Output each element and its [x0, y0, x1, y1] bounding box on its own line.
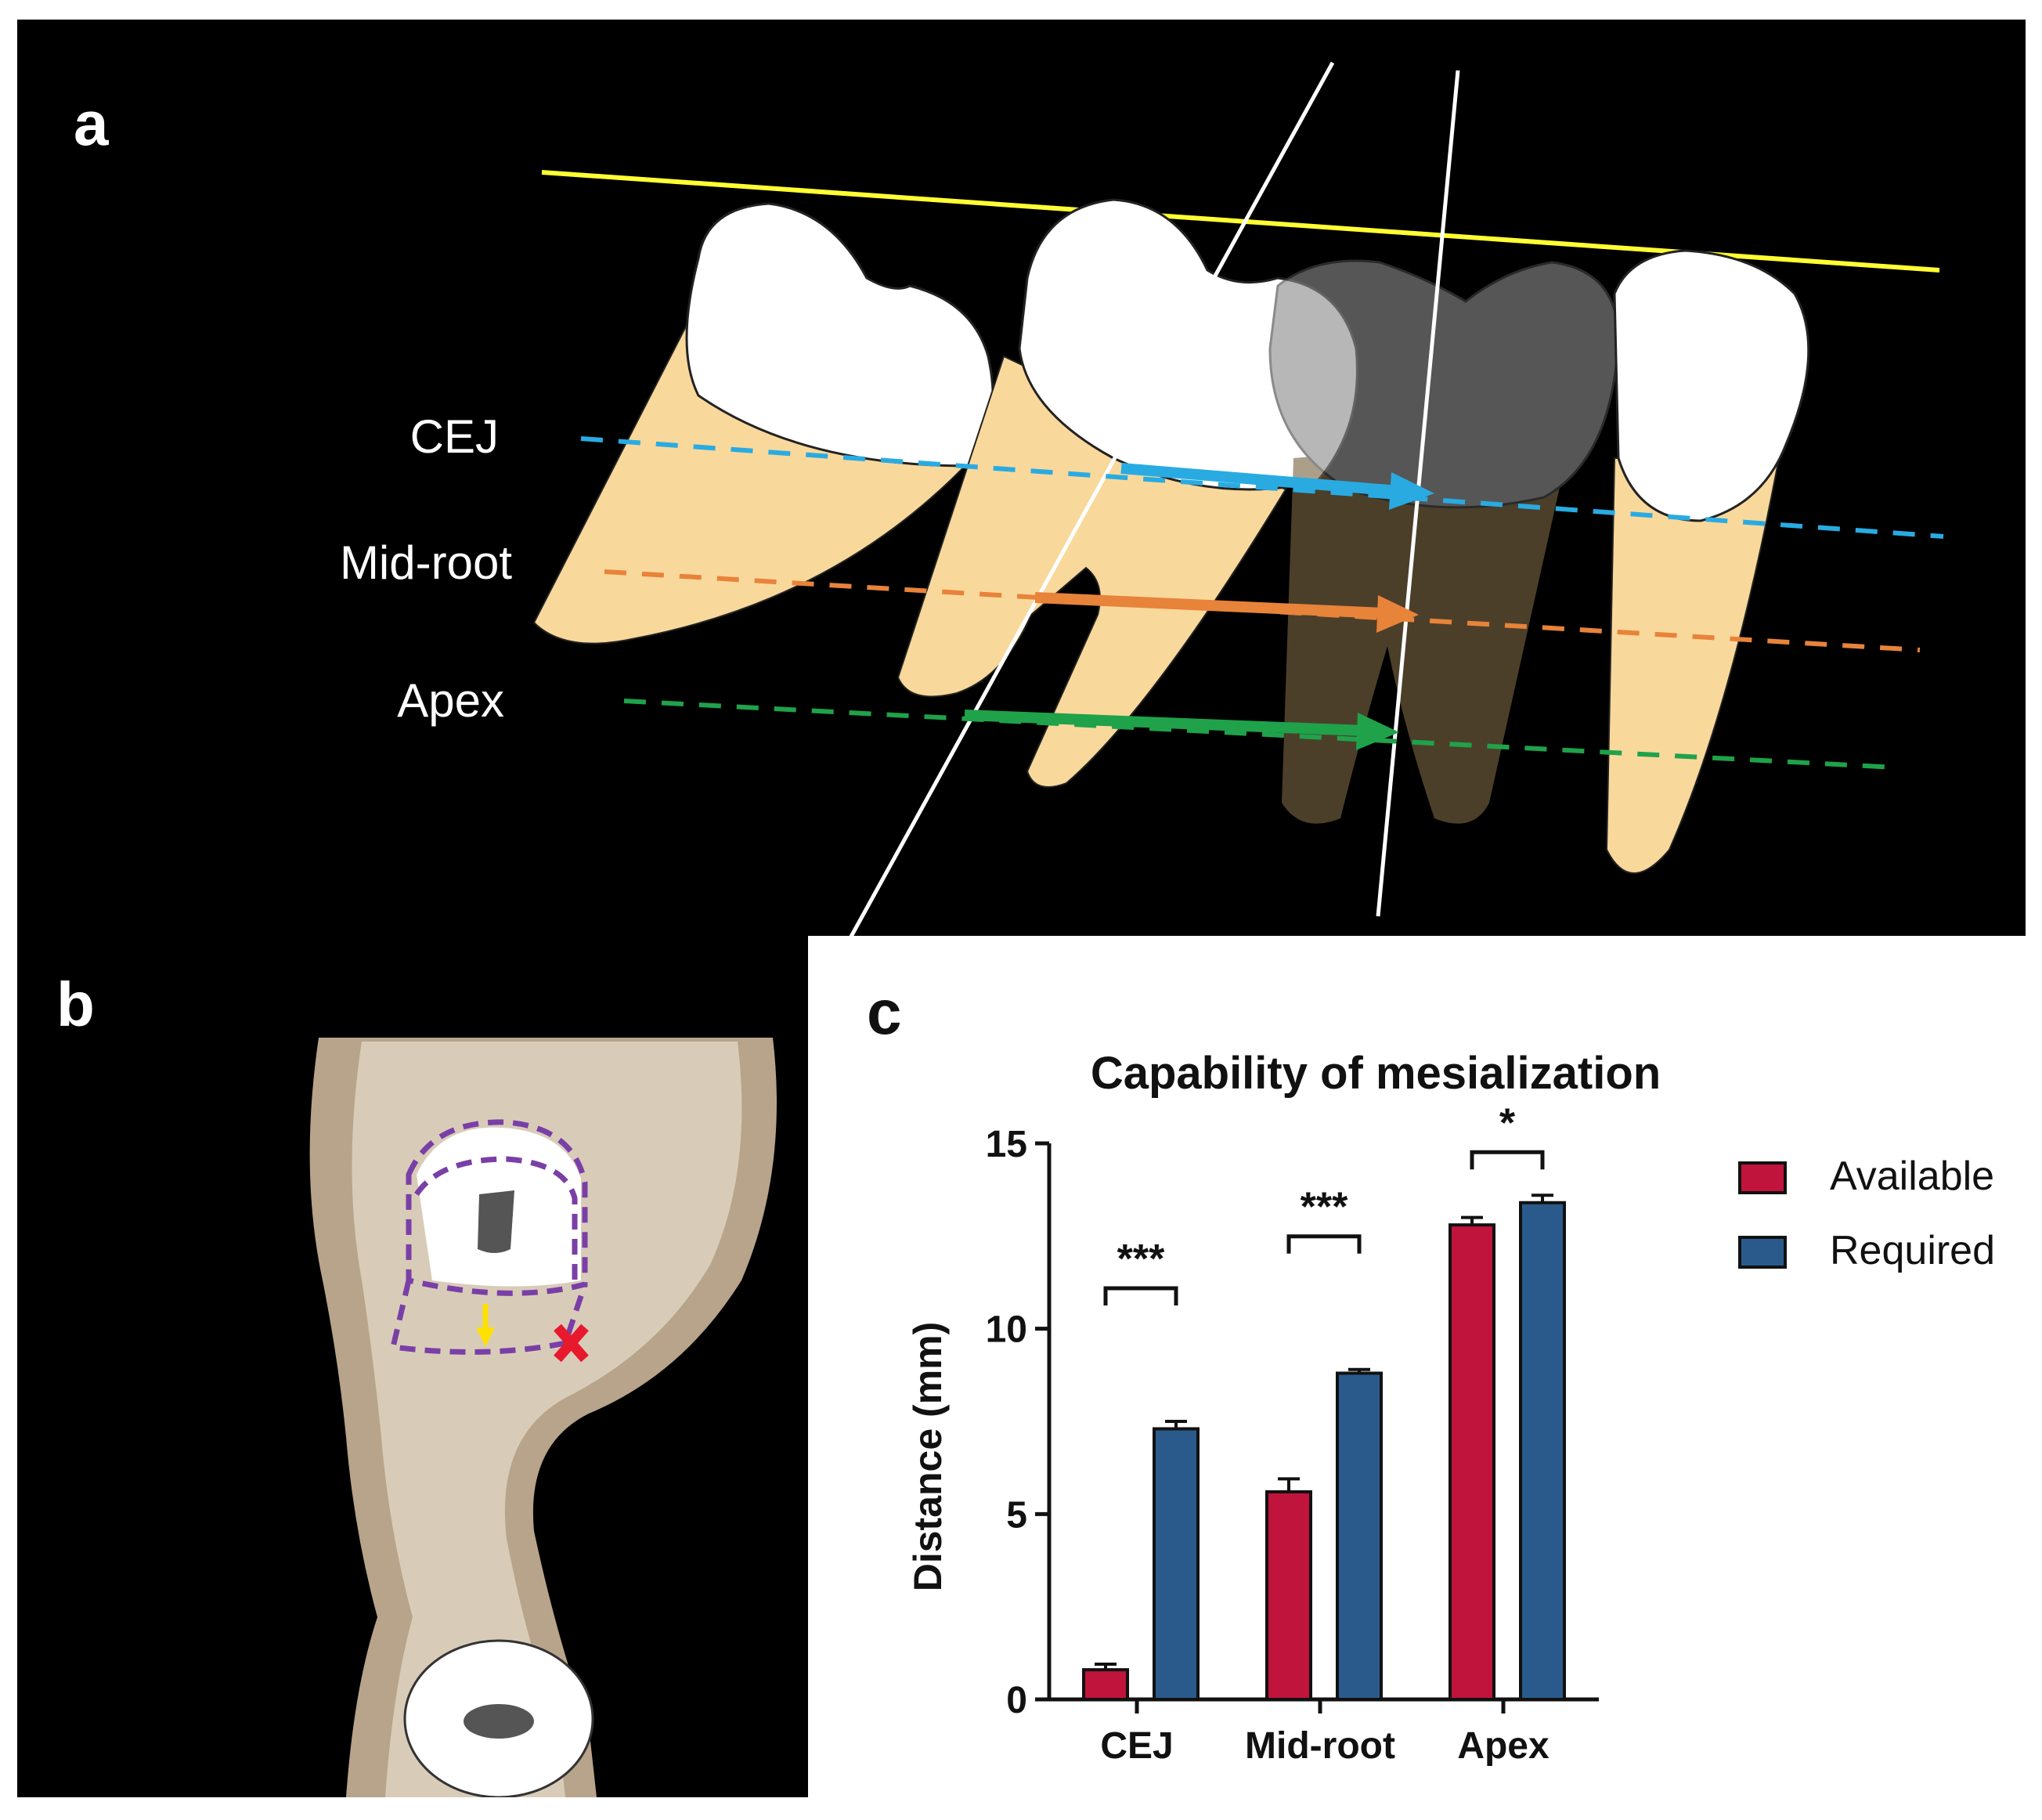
- legend-swatch-available: [1738, 1161, 1787, 1194]
- legend-label-available: Available: [1830, 1154, 1994, 1199]
- cej-level-line: [580, 436, 1944, 539]
- bone-cross-section-diagram: b: [56, 970, 777, 1797]
- level-label-cej: CEJ: [410, 410, 499, 463]
- tilted-molar-left: [532, 202, 994, 645]
- apex-level-line: [623, 699, 1897, 770]
- movement-arrow: [476, 1304, 495, 1347]
- midroot-arrow: [1034, 592, 1419, 633]
- y-tick-label: 15: [986, 1124, 1027, 1165]
- y-axis-label: Distance (mm): [906, 1322, 950, 1592]
- panel-c: c Capability of mesialization Distance (…: [808, 936, 2042, 1820]
- cej-arrow: [1120, 463, 1434, 510]
- y-tick-label: 5: [1006, 1494, 1027, 1536]
- significance-bracket: [1103, 1286, 1178, 1305]
- panel-a: a CEJ Mid-root Apex: [17, 20, 2026, 944]
- canal-nerve: [464, 1704, 534, 1739]
- legend-swatch-required: [1738, 1236, 1787, 1269]
- crypt-outline-inner: [414, 1156, 578, 1280]
- significance-stars: ***: [1301, 1185, 1348, 1230]
- x-tick-label: Apex: [1457, 1725, 1550, 1767]
- level-label-apex: Apex: [397, 674, 504, 727]
- bar-required: [1153, 1427, 1200, 1701]
- pulp-chamber: [478, 1190, 514, 1253]
- chart-bars: [1082, 1193, 1566, 1702]
- y-tick-label: 0: [1006, 1680, 1027, 1721]
- significance-stars: *: [1499, 1100, 1516, 1146]
- crypt-outline-moved: [389, 1280, 588, 1355]
- significance-bracket: [1286, 1234, 1362, 1254]
- tilted-long-axis: [845, 61, 1335, 944]
- legend-label-required: Required: [1830, 1228, 1995, 1273]
- significance-stars: ***: [1117, 1237, 1165, 1282]
- bar-available: [1265, 1490, 1312, 1702]
- crypt-outline-outer: [406, 1119, 588, 1296]
- panel-b-label: b: [56, 970, 95, 1039]
- panel-a-label: a: [74, 88, 109, 158]
- apex-arrow: [964, 710, 1399, 750]
- premolar-right: [1605, 249, 1810, 874]
- bar-available: [1449, 1223, 1495, 1701]
- bar-chart: c Capability of mesialization Distance (…: [867, 977, 1995, 1767]
- x-tick-label: CEJ: [1100, 1725, 1173, 1767]
- bar-available: [1082, 1668, 1129, 1702]
- cortex-collision-cross: [554, 1323, 589, 1363]
- significance-markers: *******: [1103, 1100, 1545, 1305]
- uprighted-molar-ghost: [1268, 259, 1620, 824]
- panel-b: b: [17, 936, 808, 1797]
- level-label-midroot: Mid-root: [340, 536, 512, 589]
- chart-title: Capability of mesialization: [1091, 1048, 1661, 1099]
- panel-c-label: c: [867, 977, 902, 1047]
- tooth-diagram: a CEJ Mid-root Apex: [74, 61, 1944, 944]
- bar-required: [1336, 1371, 1383, 1701]
- x-tick-label: Mid-root: [1245, 1725, 1395, 1767]
- bar-required: [1519, 1201, 1566, 1701]
- y-tick-label: 10: [986, 1309, 1027, 1351]
- significance-bracket: [1470, 1150, 1545, 1170]
